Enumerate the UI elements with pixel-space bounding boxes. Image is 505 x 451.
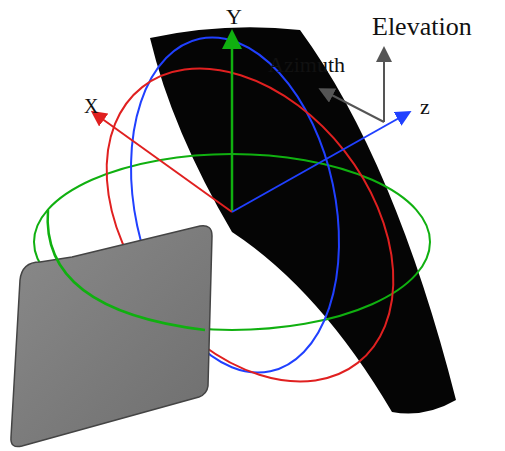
direction-label: Elevation (372, 14, 472, 40)
panel-arc (48, 210, 205, 330)
x-axis (94, 113, 232, 212)
axis-label: z (420, 96, 430, 118)
direction-label: Azimuth (268, 54, 345, 76)
z-axis (232, 113, 408, 212)
azimuth-arrow (322, 90, 384, 122)
axis-label: Y (226, 6, 242, 28)
y-axis (231, 34, 234, 212)
elevation-arrow (383, 50, 385, 122)
axis-label: X (84, 96, 98, 116)
flat-panel (11, 226, 212, 447)
